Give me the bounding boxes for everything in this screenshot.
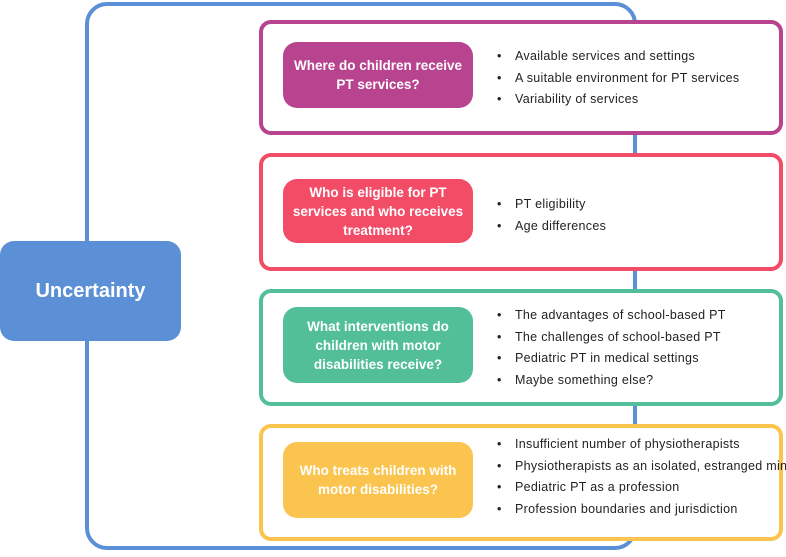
branch-panel-2: Who is eligible for PT services and who … [259, 153, 783, 271]
list-item: The advantages of school-based PT [495, 305, 726, 327]
list-item: PT eligibility [495, 194, 606, 216]
branch-question-1: Where do children receive PT services? [283, 42, 473, 108]
branch-items-4: Insufficient number of physiotherapistsP… [495, 434, 786, 520]
root-node: Uncertainty [0, 241, 181, 341]
list-item: Variability of services [495, 89, 739, 111]
branch-items-2: PT eligibilityAge differences [495, 194, 606, 237]
branch-items-3: The advantages of school-based PTThe cha… [495, 305, 726, 391]
branch-question-3: What interventions do children with moto… [283, 307, 473, 383]
branch-panel-3: What interventions do children with moto… [259, 289, 783, 406]
branch-panel-1: Where do children receive PT services? Av… [259, 20, 783, 135]
list-item: Insufficient number of physiotherapists [495, 434, 786, 456]
root-label: Uncertainty [35, 279, 146, 302]
branch-question-2: Who is eligible for PT services and who … [283, 179, 473, 243]
list-item: Maybe something else? [495, 370, 726, 392]
list-item: A suitable environment for PT services [495, 68, 739, 90]
branch-items-1: Available services and settingsA suitabl… [495, 46, 739, 111]
list-item: Profession boundaries and jurisdiction [495, 499, 786, 521]
list-item: Age differences [495, 216, 606, 238]
branch-panel-4: Who treats children with motor disabilit… [259, 424, 786, 541]
list-item: Available services and settings [495, 46, 739, 68]
list-item: Pediatric PT as a profession [495, 477, 786, 499]
list-item: Physiotherapists as an isolated, estrang… [495, 456, 786, 478]
list-item: The challenges of school-based PT [495, 327, 726, 349]
list-item: Pediatric PT in medical settings [495, 348, 726, 370]
branch-question-4: Who treats children with motor disabilit… [283, 442, 473, 518]
